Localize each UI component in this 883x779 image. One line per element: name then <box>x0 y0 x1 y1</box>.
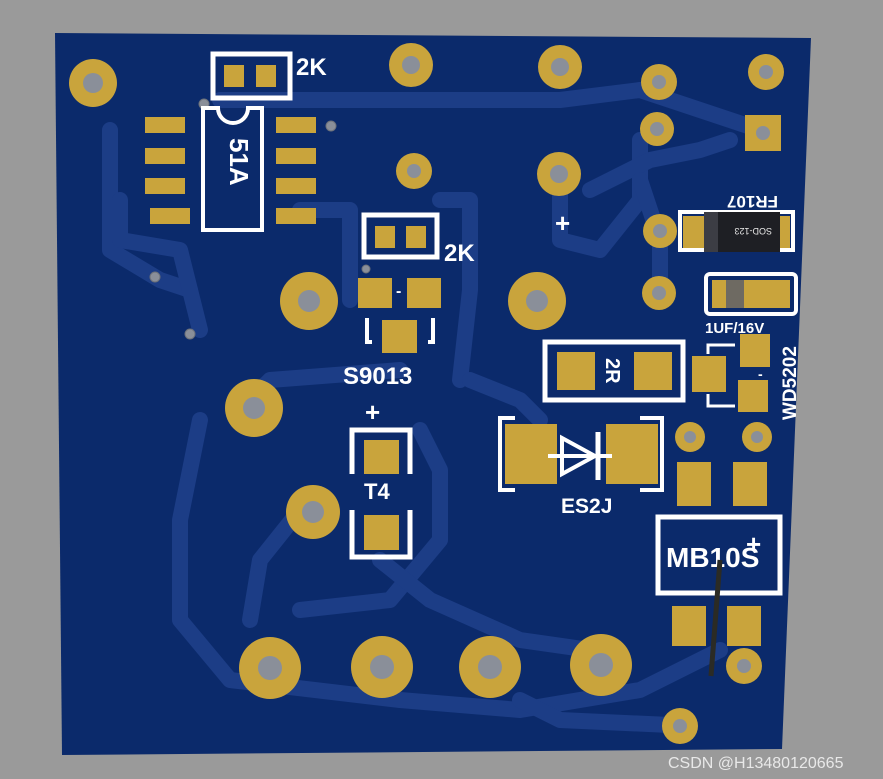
resistor-r2: 2K <box>361 212 475 267</box>
through-hole-pads <box>69 43 784 744</box>
transistor-minus-mark: - <box>396 283 401 300</box>
connector-t4: + T4 <box>349 397 413 560</box>
diode-fr107: FR107 SOD-123 <box>678 192 795 252</box>
resistor-r1: 2K <box>210 51 327 101</box>
transistor-label: S9013 <box>343 363 412 390</box>
capacitor-c1: 1UF/16V <box>704 272 798 337</box>
resistor-2r-label: 2R <box>601 358 623 384</box>
capacitor-value-label: 1UF/16V <box>705 320 764 337</box>
watermark: CSDN @H13480120665 <box>668 755 844 772</box>
schottky-label: ES2J <box>561 495 612 518</box>
diode-es2j: ES2J <box>498 416 664 518</box>
r1-value-label: 2K <box>296 54 327 81</box>
zener-minus-mark: - <box>758 366 763 382</box>
vias <box>149 98 371 340</box>
bridge-rectifier: MB10S + <box>655 462 783 677</box>
cap-plus-mark: + <box>555 208 570 238</box>
connector-label: T4 <box>364 479 390 504</box>
transistor-q1: - S9013 <box>343 278 441 390</box>
zener-label: WD5202 <box>780 346 801 420</box>
pcb-substrate <box>55 33 811 755</box>
r2-value-label: 2K <box>444 240 475 267</box>
t4-plus-mark: + <box>365 397 380 427</box>
resistor-2r: 2R <box>542 339 686 403</box>
diode-fr107-label: FR107 <box>727 192 778 211</box>
bridge-plus-mark: + <box>746 529 761 559</box>
diode-fr107-body-label: SOD-123 <box>734 226 772 236</box>
ic-u1: 51A <box>145 106 316 232</box>
ic-name-label: 51A <box>224 138 254 186</box>
bridge-label: MB10S <box>666 542 759 573</box>
zener-d2: - WD5202 <box>692 334 801 420</box>
